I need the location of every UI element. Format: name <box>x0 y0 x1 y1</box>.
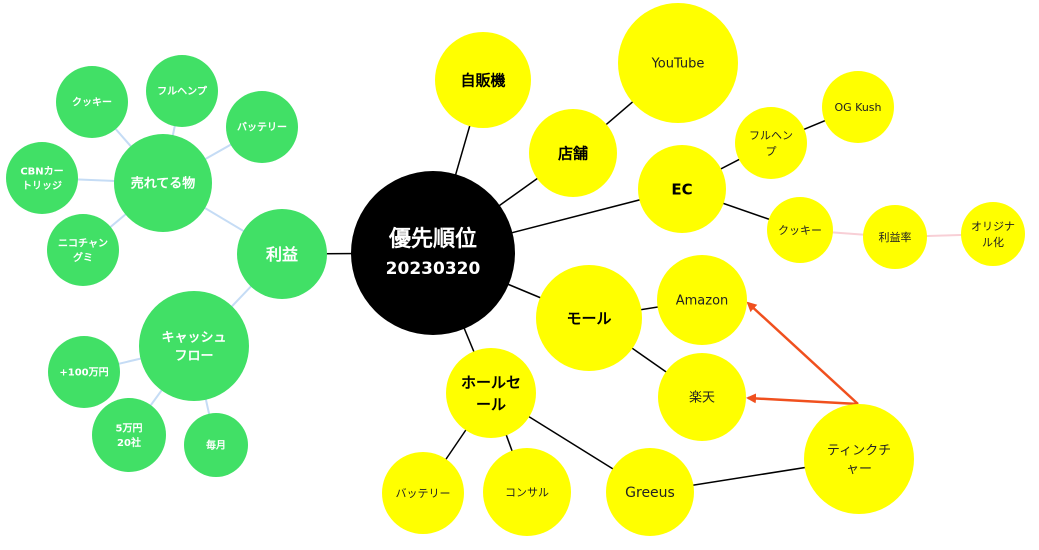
node-label: 楽天 <box>689 390 715 406</box>
node-label: フロー <box>174 349 213 364</box>
node-label: フルヘン <box>749 129 793 142</box>
node-label: トリッジ <box>22 180 62 192</box>
node-greeus[interactable]: Greeus <box>606 448 694 536</box>
node-label: 利益率 <box>879 230 912 244</box>
node-margin[interactable]: 利益率 <box>863 205 927 269</box>
node-vending[interactable]: 自販機 <box>435 32 531 128</box>
node-label: バッテリー <box>237 122 287 134</box>
arrow-tincture-amazon <box>746 301 859 405</box>
node-y-cookie[interactable]: クッキー <box>767 197 833 263</box>
node-circle <box>606 448 694 536</box>
node-label: OG Kush <box>834 101 881 114</box>
node-consul[interactable]: コンサル <box>483 448 571 536</box>
arrow-tincture-rakuten <box>746 393 859 406</box>
node-label: ティンクチ <box>827 443 891 458</box>
node-plus100[interactable]: +100万円 <box>48 336 120 408</box>
node-circle <box>638 145 726 233</box>
node-label: コンサル <box>505 486 549 499</box>
node-circle <box>961 202 1025 266</box>
node-circle <box>382 452 464 534</box>
node-label: キャッシュ <box>161 330 226 345</box>
node-label: ル化 <box>982 235 1004 249</box>
node-circle <box>658 353 746 441</box>
node-label: 毎月 <box>206 439 226 452</box>
node-label: CBNカー <box>20 165 63 177</box>
node-youtube[interactable]: YouTube <box>618 3 738 123</box>
node-circle <box>92 398 166 472</box>
node-label: オリジナ <box>971 220 1015 233</box>
node-label: Greeus <box>625 485 675 501</box>
node-circle <box>114 134 212 232</box>
node-label: 優先順位 <box>388 226 477 252</box>
node-label: ャー <box>846 462 872 477</box>
node-amazon[interactable]: Amazon <box>657 255 747 345</box>
node-label: ホールセ <box>461 374 521 392</box>
node-circle <box>536 265 642 371</box>
node-mall[interactable]: モール <box>536 265 642 371</box>
node-circle <box>435 32 531 128</box>
node-circle <box>767 197 833 263</box>
node-label: 20230320 <box>386 259 481 279</box>
node-circle <box>237 209 327 299</box>
node-circle <box>483 448 571 536</box>
node-ogkush[interactable]: OG Kush <box>822 71 894 143</box>
node-circle <box>351 171 515 335</box>
node-label: +100万円 <box>59 367 108 379</box>
node-root[interactable]: 優先順位 20230320 <box>351 171 515 335</box>
node-circle <box>804 404 914 514</box>
node-circle <box>48 336 120 408</box>
node-circle <box>822 71 894 143</box>
node-circle <box>529 109 617 197</box>
node-circle <box>657 255 747 345</box>
node-label: EC <box>671 180 692 198</box>
node-rakuten[interactable]: 楽天 <box>658 353 746 441</box>
node-g-fullhemp[interactable]: フルヘンプ <box>146 55 218 127</box>
node-label: 5万円 <box>116 422 143 434</box>
node-ec[interactable]: EC <box>638 145 726 233</box>
node-monthly[interactable]: 毎月 <box>184 413 248 477</box>
node-label: ニコチャン <box>58 237 108 249</box>
node-label: 20社 <box>117 436 141 449</box>
node-label: グミ <box>73 251 93 264</box>
node-label: クッキー <box>72 97 112 109</box>
node-label: プ <box>766 145 777 158</box>
node-label: 利益 <box>266 245 298 264</box>
node-circle <box>184 413 248 477</box>
node-label: ール <box>476 395 506 413</box>
node-circle <box>863 205 927 269</box>
node-circle <box>139 291 249 401</box>
node-label: YouTube <box>651 57 705 72</box>
node-y-fullhemp[interactable]: フルヘンプ <box>735 107 807 179</box>
node-y-battery[interactable]: バッテリー <box>382 452 464 534</box>
node-circle <box>6 142 78 214</box>
node-circle <box>618 3 738 123</box>
node-circle <box>146 55 218 127</box>
node-label: フルヘンプ <box>157 85 208 98</box>
node-store[interactable]: 店舗 <box>529 109 617 197</box>
node-selling[interactable]: 売れてる物 <box>114 134 212 232</box>
node-circle <box>446 348 536 438</box>
node-label: モール <box>566 309 611 327</box>
node-label: バッテリー <box>396 487 451 500</box>
node-g-battery[interactable]: バッテリー <box>226 91 298 163</box>
node-circle <box>226 91 298 163</box>
node-circle <box>56 66 128 138</box>
node-circle <box>47 214 119 286</box>
node-circle <box>735 107 807 179</box>
node-label: Amazon <box>676 294 729 309</box>
node-label: 売れてる物 <box>131 176 196 192</box>
node-profit[interactable]: 利益 <box>237 209 327 299</box>
node-label: 自販機 <box>460 71 505 89</box>
node-label: 店舗 <box>558 144 588 162</box>
node-label: クッキー <box>778 224 822 237</box>
node-g-cookie[interactable]: クッキー <box>56 66 128 138</box>
